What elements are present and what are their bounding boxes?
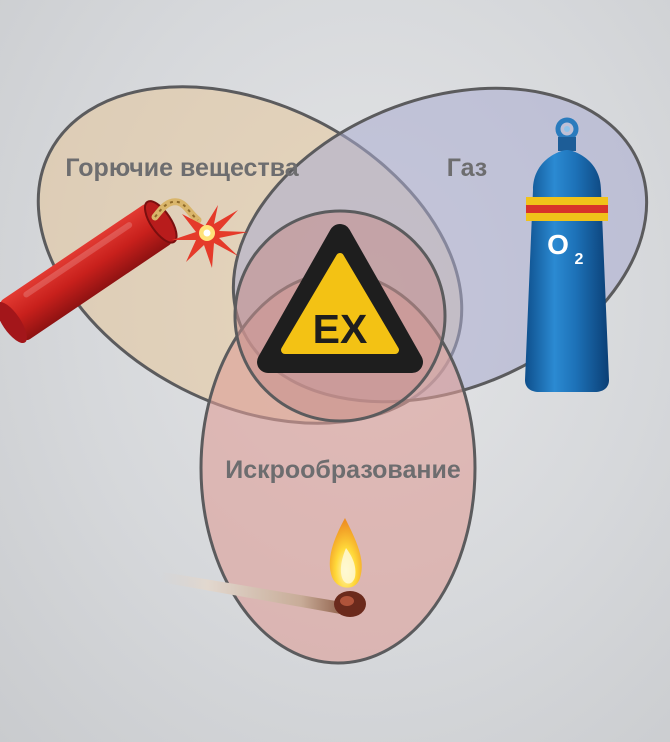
cylinder-label-sub: 2	[575, 251, 584, 268]
gas-cylinder-icon: O 2	[525, 117, 609, 392]
ex-warning-sign-icon: EX	[257, 224, 423, 373]
dynamite-icon	[0, 198, 248, 344]
cylinder-label-main: O	[547, 229, 569, 260]
burning-match-icon	[160, 518, 366, 617]
ex-sign-text: EX	[313, 306, 368, 352]
ignition-label: Искрообразование	[225, 456, 461, 484]
gas-label: Газ	[447, 154, 487, 182]
flammable-label: Горючие вещества	[65, 154, 299, 182]
